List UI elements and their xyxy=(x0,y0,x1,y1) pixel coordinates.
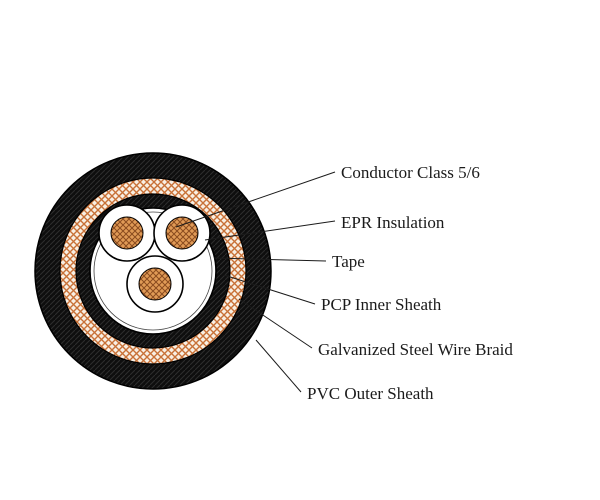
copper-conductor xyxy=(138,267,172,301)
leader-line-epr-insulation xyxy=(204,220,336,241)
label-conductor: Conductor Class 5/6 xyxy=(341,163,480,182)
core-bottom xyxy=(126,255,184,313)
label-galvanized-steel-wire-braid: Galvanized Steel Wire Braid xyxy=(318,340,513,359)
leader-lines xyxy=(175,171,336,393)
core-top-right xyxy=(153,204,211,262)
core-top-left xyxy=(98,204,156,262)
leader-line-pvc-outer-sheath xyxy=(255,339,302,393)
labels: Conductor Class 5/6 EPR Insulation Tape … xyxy=(307,163,513,403)
copper-conductor xyxy=(165,216,199,250)
label-pcp-inner-sheath: PCP Inner Sheath xyxy=(321,295,442,314)
leader-line-conductor xyxy=(175,171,336,228)
leader-line-steel-wire-braid xyxy=(238,298,313,349)
leader-line-pcp-inner-sheath xyxy=(223,274,316,305)
label-tape: Tape xyxy=(332,252,365,271)
label-epr-insulation: EPR Insulation xyxy=(341,213,445,232)
leader-line-tape xyxy=(213,257,327,262)
label-pvc-outer-sheath: PVC Outer Sheath xyxy=(307,384,434,403)
copper-conductor xyxy=(110,216,144,250)
